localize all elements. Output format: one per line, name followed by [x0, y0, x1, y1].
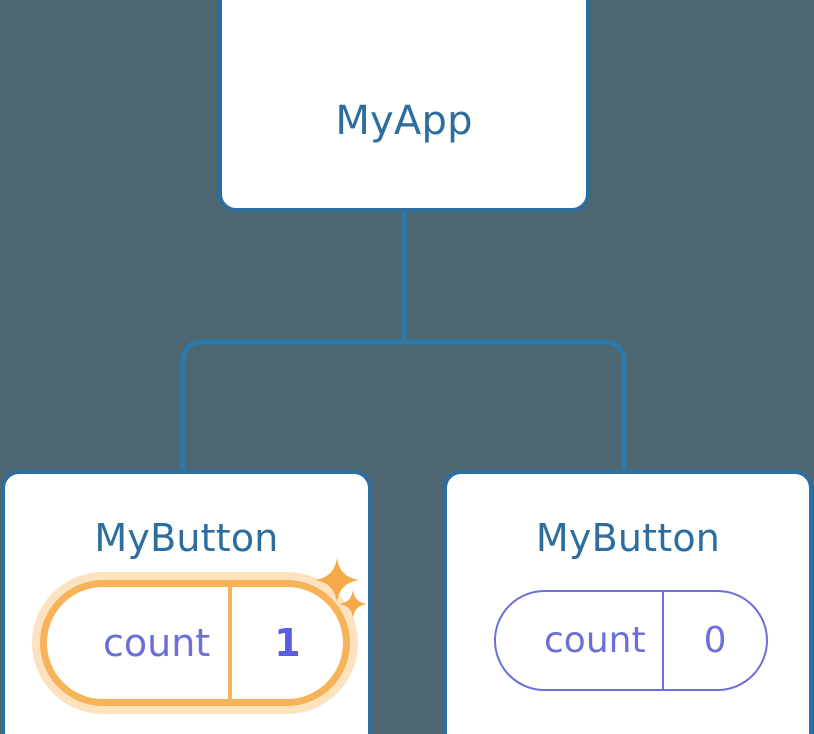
- node-myapp-label: MyApp: [335, 98, 473, 144]
- edge-to-right-child: [404, 339, 627, 474]
- edge-to-left-child: [180, 339, 404, 474]
- state-pill-count-left[interactable]: count 1: [40, 580, 350, 706]
- node-mybutton-left-label: MyButton: [94, 516, 279, 560]
- node-mybutton-right-label: MyButton: [535, 516, 721, 560]
- state-pill-right-key: count: [496, 592, 664, 689]
- state-pill-left-value: 1: [274, 621, 301, 665]
- node-myapp[interactable]: MyApp: [218, 0, 590, 212]
- state-pill-left-key: count: [47, 587, 233, 699]
- state-pill-count-right[interactable]: count 0: [494, 590, 769, 691]
- state-pill-right-value: 0: [703, 620, 727, 661]
